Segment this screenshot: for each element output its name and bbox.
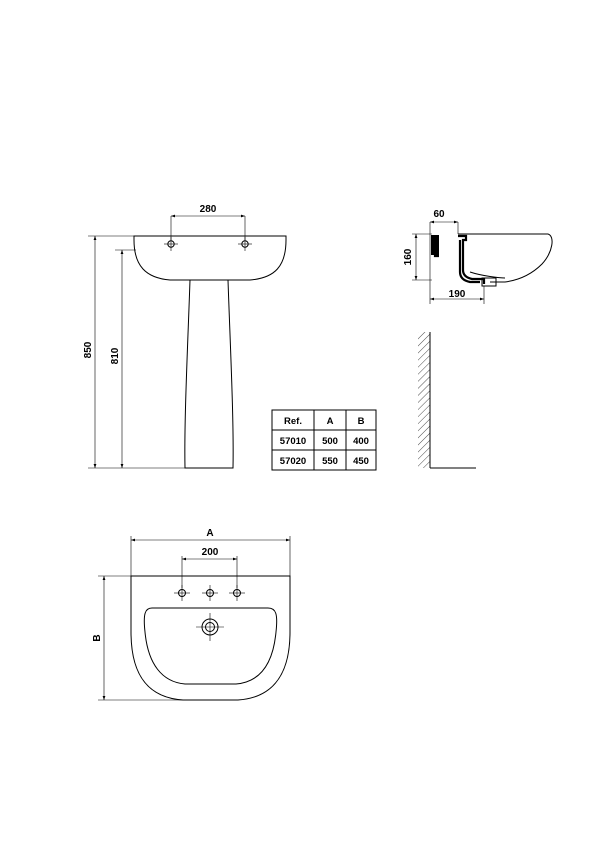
dimension-side-height: 160 (403, 233, 432, 281)
pedestal-front-outline (184, 279, 234, 469)
dimension-top-tap-spacing: 200 (181, 547, 238, 588)
dimension-side-waste-offset-label: 190 (449, 289, 466, 300)
table-header-ref: Ref. (284, 416, 302, 427)
side-section-view: 60 160 190 (403, 209, 553, 469)
table-header-b: B (358, 416, 365, 427)
basin-side-section (429, 233, 553, 287)
basin-plan-outer (130, 575, 291, 701)
table-row-1-b: 400 (353, 436, 369, 447)
dimension-front-tap-spacing: 280 (170, 204, 246, 240)
table-row-2-ref: 57020 (280, 456, 306, 467)
table-row-2-a: 550 (322, 456, 338, 467)
drain-hole (196, 613, 224, 641)
dimension-top-depth-label: B (92, 634, 103, 641)
dimension-front-rim-height: 810 (110, 249, 136, 468)
dimension-side-depth-offset-label: 60 (433, 209, 445, 220)
dimension-top-depth: B (92, 575, 183, 701)
dimension-front-tap-spacing-label: 280 (200, 204, 217, 215)
dimension-side-depth-offset: 60 (429, 209, 459, 234)
dimension-top-tap-spacing-label: 200 (202, 547, 219, 558)
reference-table: Ref. A B 57010 500 400 57020 550 450 (271, 409, 377, 471)
front-elevation-view: 280 850 810 (83, 204, 287, 469)
table-row-1-ref: 57010 (280, 436, 306, 447)
dimension-side-waste-offset: 190 (429, 282, 485, 304)
dimension-side-height-label: 160 (403, 248, 414, 265)
tap-hole-plan-center (202, 585, 218, 601)
dimension-front-total-height-label: 850 (83, 341, 94, 358)
basin-plan-bowl (143, 607, 278, 685)
dimension-front-rim-height-label: 810 (110, 347, 121, 364)
table-header-a: A (327, 416, 334, 427)
wall-hatch (418, 332, 430, 468)
dimension-front-total-height: 850 (83, 235, 185, 469)
dimension-top-width: A (130, 528, 291, 576)
table-row-1-a: 500 (322, 436, 338, 447)
table-row-2-b: 450 (353, 456, 369, 467)
dimension-top-width-label: A (206, 528, 213, 539)
top-plan-view: A 200 B (92, 528, 291, 701)
basin-front-outline (133, 235, 287, 281)
